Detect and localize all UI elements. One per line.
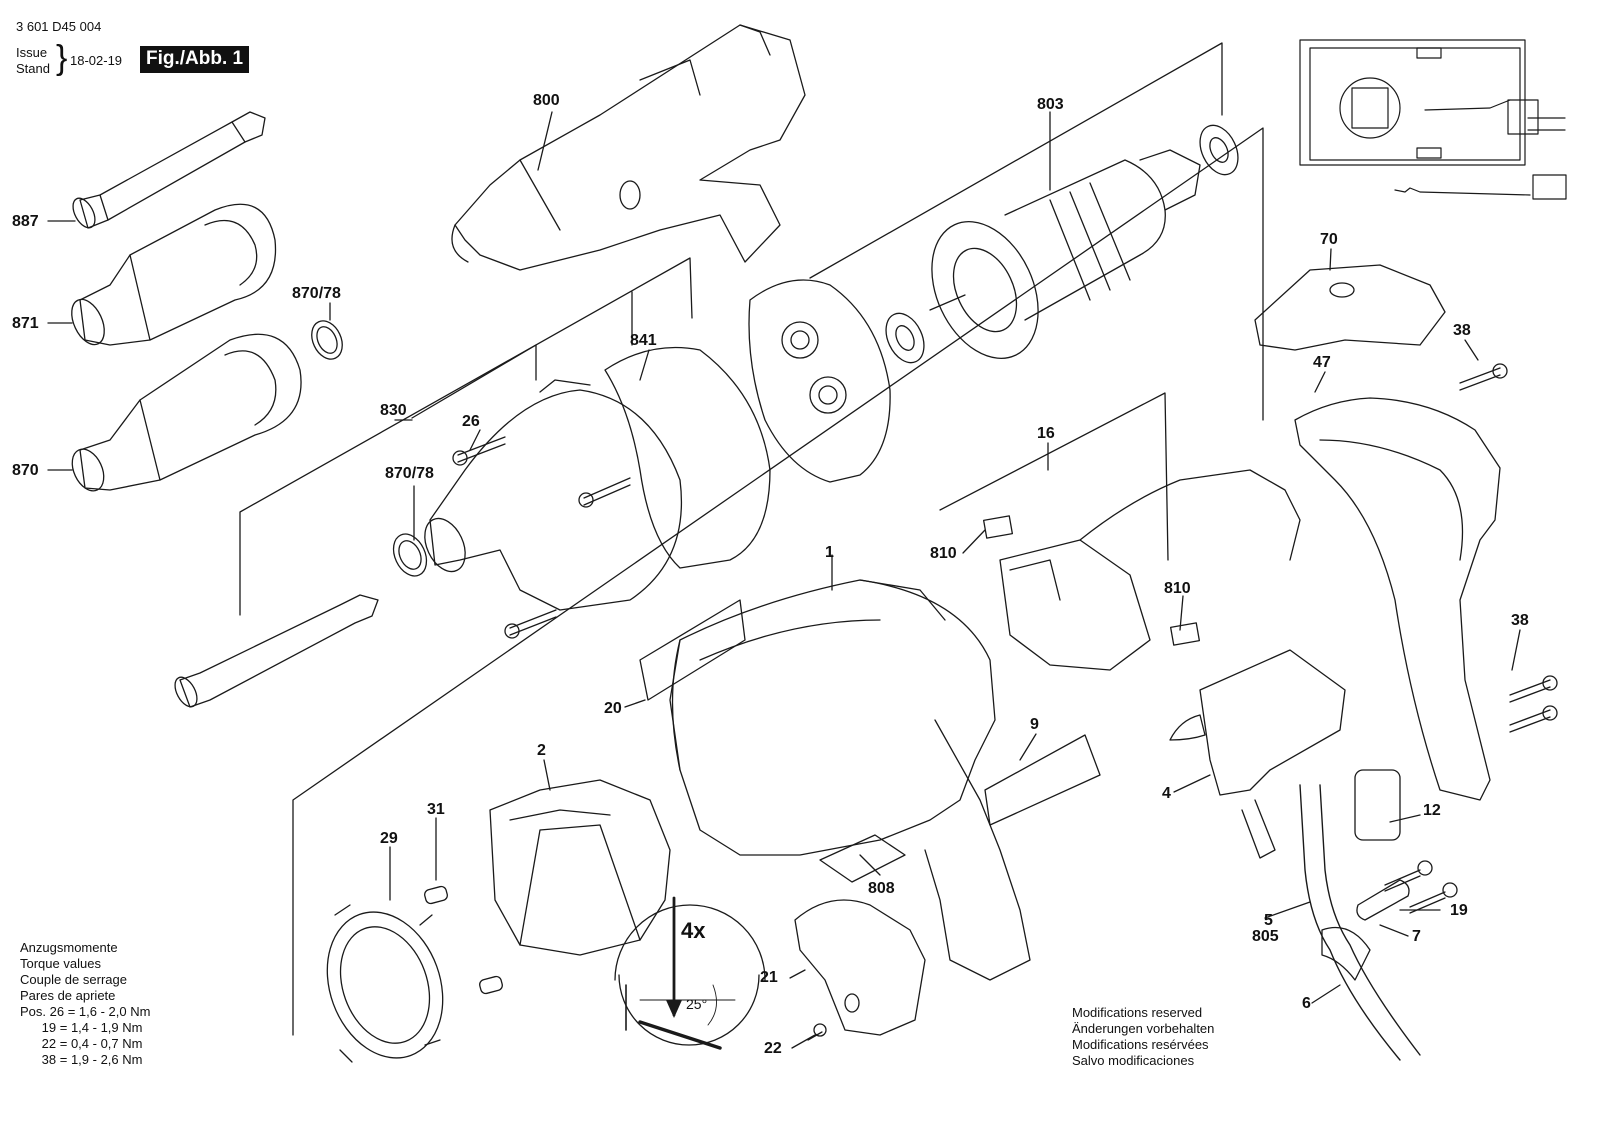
callout-808: 808 — [868, 880, 895, 897]
callout-7: 7 — [1412, 928, 1421, 945]
issue-label: Issue — [16, 45, 48, 60]
callout-12: 12 — [1423, 802, 1441, 819]
capacitor-12 — [1354, 769, 1401, 841]
figure-label: Fig./Abb. 1 — [140, 46, 250, 73]
torque-heading-en: Torque values — [20, 956, 101, 971]
part-number: 3 601 D45 004 — [16, 19, 102, 34]
brush-holder-16 — [999, 469, 1301, 671]
callout-47: 47 — [1313, 354, 1331, 371]
callout-805: 805 — [1252, 928, 1279, 945]
callout-22: 22 — [764, 1040, 782, 1057]
switch-4 — [1169, 649, 1346, 859]
torque-heading-fr: Couple de serrage — [20, 972, 127, 987]
label-808 — [819, 834, 906, 883]
detail-angle: 25° — [686, 996, 708, 1012]
brace-symbol: } — [56, 39, 68, 77]
torque-heading-de: Anzugsmomente — [20, 940, 118, 955]
bearing-803-front — [885, 312, 925, 364]
callout-871: 871 — [12, 315, 39, 332]
callout-887: 887 — [12, 213, 39, 230]
torque-row-22: 22 = 0,4 - 0,7 Nm — [20, 1036, 143, 1051]
callout-19: 19 — [1450, 902, 1468, 919]
carbon-brushes-810 — [982, 515, 1201, 646]
ring-870-78-b — [392, 533, 428, 577]
callout-810-a: 810 — [930, 545, 957, 562]
detail-angle-view — [614, 896, 766, 1050]
leader-lines — [47, 111, 1521, 1049]
torque-row-19: 19 = 1,4 - 1,9 Nm — [20, 1020, 143, 1035]
callout-29: 29 — [380, 830, 398, 847]
bearing-803-rear — [1199, 124, 1239, 176]
callout-16: 16 — [1037, 425, 1055, 442]
depth-locator-871 — [71, 203, 277, 346]
callout-5: 5 — [1264, 912, 1273, 929]
modifications-de: Änderungen vorbehalten — [1072, 1021, 1215, 1036]
bit-holder-887 — [72, 111, 266, 229]
armature-803 — [929, 149, 1201, 359]
wiring-diagram — [1299, 39, 1567, 200]
field-stator-2 — [489, 779, 671, 956]
gasket-841 — [604, 346, 771, 569]
modifications-es: Salvo modificaciones — [1072, 1053, 1195, 1068]
label-20 — [639, 599, 746, 701]
callout-26: 26 — [462, 413, 480, 430]
screws-26 — [452, 436, 631, 639]
torque-row-26: Pos. 26 = 1,6 - 2,0 Nm — [20, 1004, 151, 1019]
callout-870-78-a: 870/78 — [292, 285, 341, 302]
cable-6 — [1299, 784, 1421, 1061]
torque-heading-es: Pares de apriete — [20, 988, 116, 1003]
nose-housing-830 — [424, 379, 683, 611]
callout-38-a: 38 — [1453, 322, 1471, 339]
handle-cover-70 — [1254, 264, 1446, 351]
depth-locator-870 — [71, 333, 302, 492]
screws-38 — [1459, 363, 1558, 733]
stand-label: Stand — [16, 61, 50, 76]
callout-2: 2 — [537, 742, 546, 759]
ring-870-78-a — [311, 320, 343, 360]
callout-9: 9 — [1030, 716, 1039, 733]
callout-803: 803 — [1037, 96, 1064, 113]
torque-row-38: 38 = 1,9 - 2,6 Nm — [20, 1052, 143, 1067]
callout-4: 4 — [1162, 785, 1171, 802]
callout-38-b: 38 — [1511, 612, 1529, 629]
callout-21: 21 — [760, 969, 778, 986]
callout-841: 841 — [630, 332, 657, 349]
group-bracket-lines — [239, 42, 1264, 1036]
callout-6: 6 — [1302, 995, 1311, 1012]
callout-810-b: 810 — [1164, 580, 1191, 597]
bit-holder-long — [174, 594, 379, 708]
modifications-en: Modifications reserved — [1072, 1005, 1203, 1020]
callout-1: 1 — [825, 544, 834, 561]
screw-feeder-800 — [451, 24, 806, 271]
callout-830: 830 — [380, 402, 407, 419]
modifications-fr: Modifications resérvées — [1072, 1037, 1209, 1052]
cover-21 — [794, 899, 926, 1036]
callout-800: 800 — [533, 92, 560, 109]
modifications-note: Modifications reserved Änderungen vorbeh… — [1072, 1005, 1214, 1069]
callout-70: 70 — [1320, 231, 1338, 248]
screws-19 — [1384, 860, 1458, 914]
cable-clamp-7 — [1356, 879, 1410, 921]
label-9 — [984, 734, 1101, 826]
handle-half-47 — [1294, 397, 1501, 801]
issue-date: 18-02-19 — [70, 53, 123, 68]
ring-29 — [326, 904, 444, 1063]
screw-22 — [807, 1023, 827, 1041]
callout-31: 31 — [427, 801, 445, 818]
callout-870: 870 — [12, 462, 39, 479]
torque-values-block: Anzugsmomente Torque values Couple de se… — [20, 940, 150, 1068]
motor-housing-1 — [669, 579, 1031, 981]
detail-multiplier: 4x — [681, 918, 706, 943]
pins-31 — [424, 885, 503, 995]
callout-870-78-b: 870/78 — [385, 465, 434, 482]
callout-20: 20 — [604, 700, 622, 717]
bearing-plate — [748, 279, 891, 483]
